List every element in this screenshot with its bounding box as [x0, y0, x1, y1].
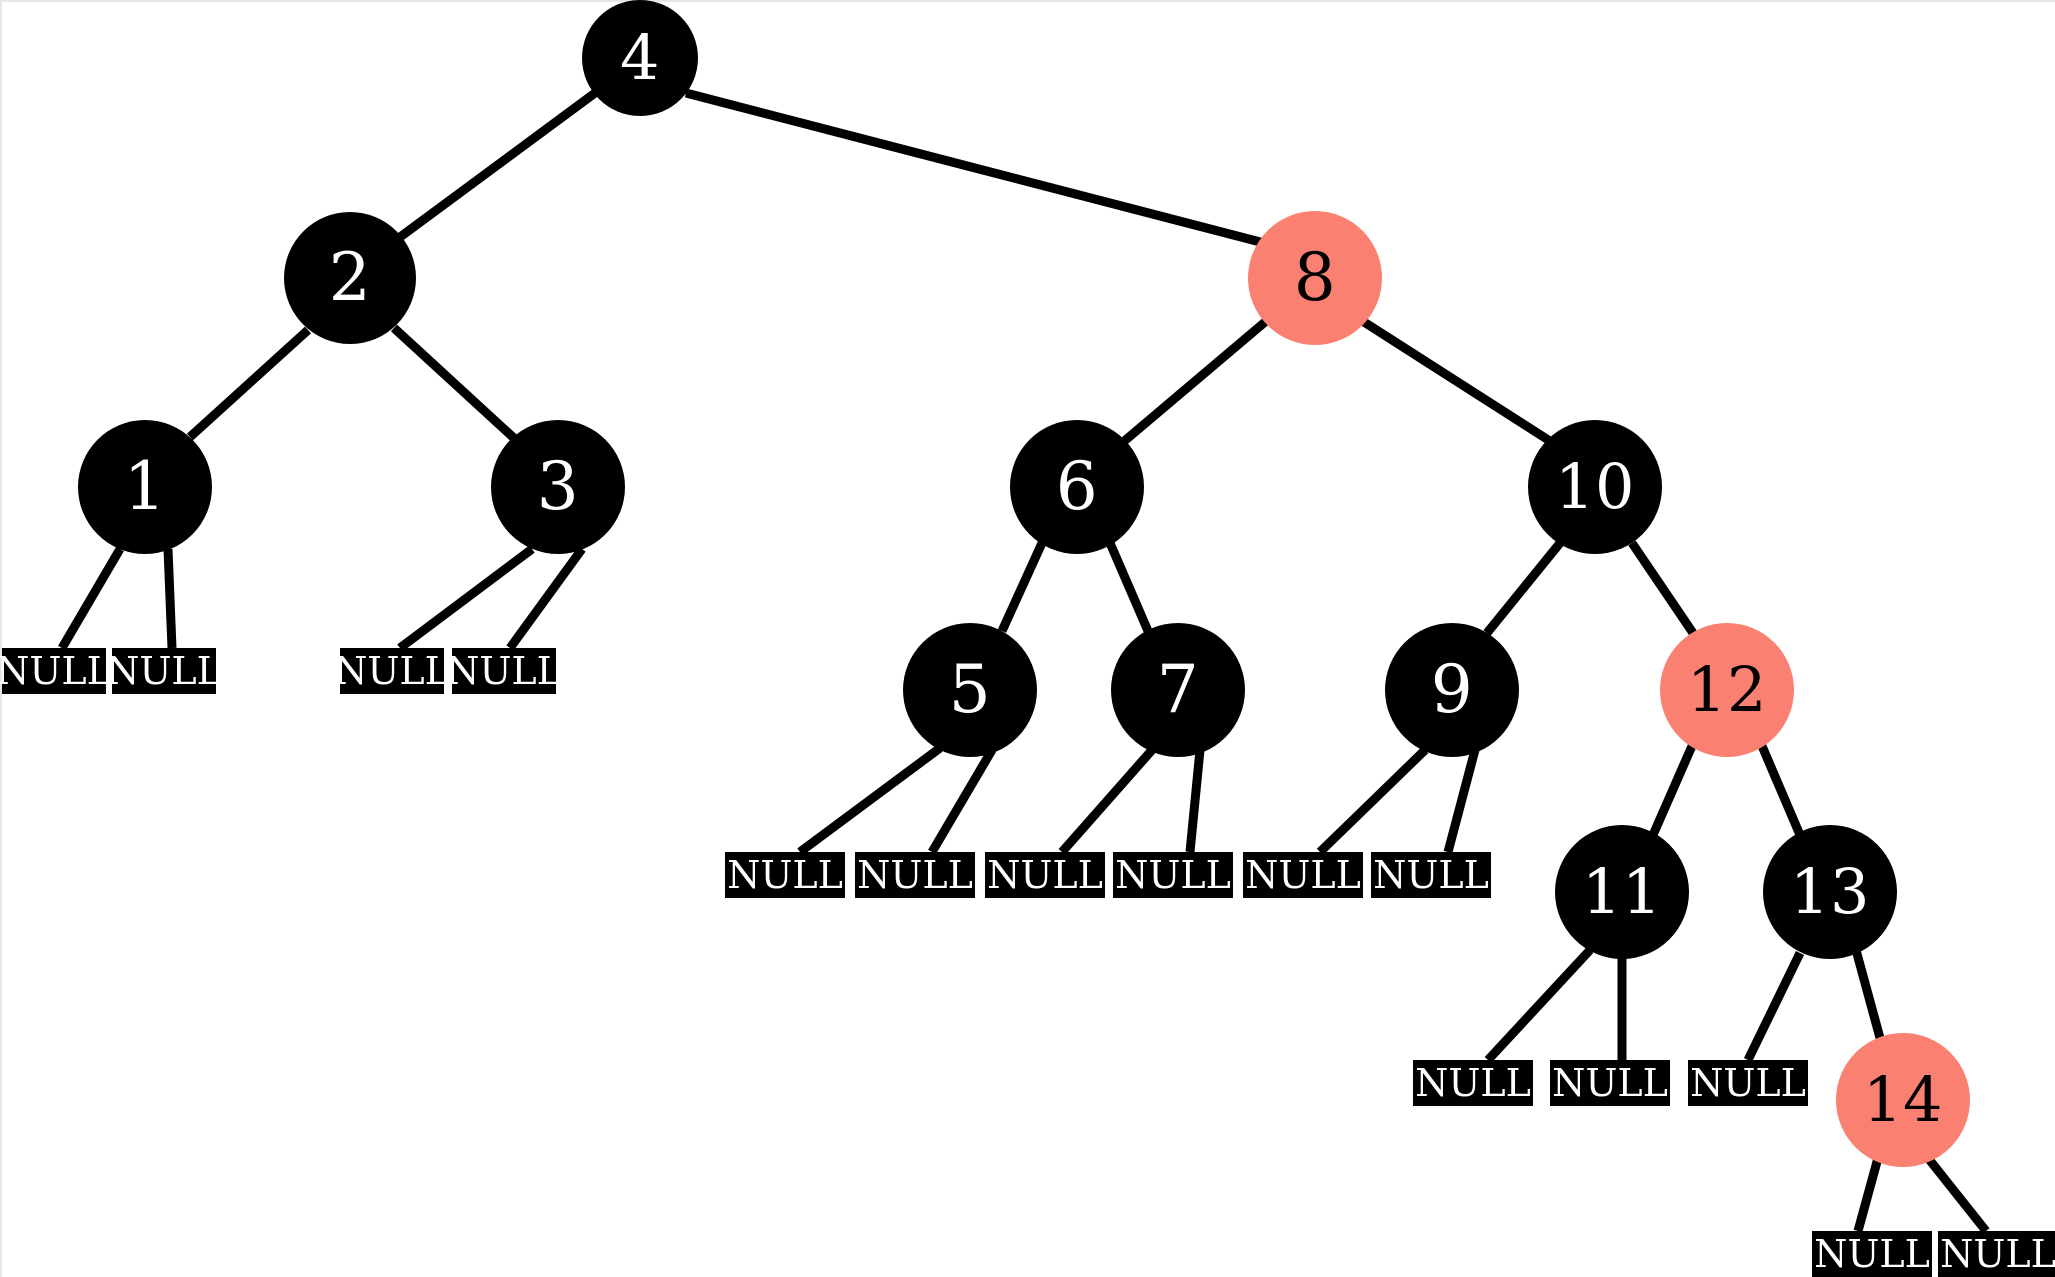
- tree-node-1[interactable]: 1: [78, 420, 212, 554]
- tree-node-label: 14: [1863, 1063, 1943, 1136]
- null-leaf-l3: NULL: [334, 648, 450, 694]
- null-leaf-label: NULL: [857, 853, 973, 897]
- canvas-left-border: [0, 0, 2, 1277]
- null-leaf-l1: NULL: [0, 648, 112, 694]
- null-leaf-label: NULL: [1373, 853, 1489, 897]
- null-leaf-l8: NULL: [1113, 852, 1233, 898]
- null-leaf-l12: NULL: [1550, 1060, 1670, 1106]
- tree-node-label: 6: [1055, 448, 1099, 525]
- tree-node-5[interactable]: 5: [903, 623, 1037, 757]
- tree-node-8[interactable]: 8: [1248, 211, 1382, 345]
- tree-node-label: 12: [1687, 653, 1767, 726]
- tree-node-label: 9: [1430, 651, 1474, 728]
- tree-node-10[interactable]: 10: [1528, 420, 1662, 554]
- null-leaf-l11: NULL: [1413, 1060, 1533, 1106]
- null-leaf-label: NULL: [1552, 1061, 1668, 1105]
- tree-node-label: 3: [536, 448, 580, 525]
- null-leaf-label: NULL: [106, 649, 222, 693]
- null-leaf-l10: NULL: [1371, 852, 1491, 898]
- tree-node-label: 11: [1582, 855, 1662, 928]
- tree-node-14[interactable]: 14: [1836, 1033, 1970, 1167]
- tree-node-6[interactable]: 6: [1010, 420, 1144, 554]
- null-leaf-label: NULL: [334, 649, 450, 693]
- null-leaf-l2: NULL: [106, 648, 222, 694]
- tree-node-13[interactable]: 13: [1763, 825, 1897, 959]
- tree-node-7[interactable]: 7: [1111, 623, 1245, 757]
- null-leaf-label: NULL: [1415, 1061, 1531, 1105]
- tree-node-12[interactable]: 12: [1660, 623, 1794, 757]
- null-leaf-label: NULL: [727, 853, 843, 897]
- canvas-top-border: [0, 0, 2055, 2]
- tree-node-11[interactable]: 11: [1555, 825, 1689, 959]
- null-leaf-l9: NULL: [1243, 852, 1363, 898]
- tree-node-9[interactable]: 9: [1385, 623, 1519, 757]
- tree-node-4[interactable]: 4: [582, 0, 698, 116]
- tree-node-label: 8: [1293, 239, 1337, 316]
- tree-node-label: 13: [1790, 855, 1870, 928]
- null-leaf-label: NULL: [1115, 853, 1231, 897]
- null-leaf-label: NULL: [0, 649, 112, 693]
- tree-node-label: 4: [620, 21, 660, 94]
- null-leaf-l4: NULL: [446, 648, 562, 694]
- tree-node-label: 7: [1156, 651, 1200, 728]
- null-leaf-l5: NULL: [725, 852, 845, 898]
- null-leaf-l7: NULL: [985, 852, 1105, 898]
- null-leaf-label: NULL: [1814, 1232, 1930, 1276]
- null-leaf-l15: NULL: [1938, 1231, 2055, 1277]
- tree-node-2[interactable]: 2: [284, 212, 416, 344]
- null-leaf-label: NULL: [1690, 1061, 1806, 1105]
- null-leaf-l13: NULL: [1688, 1060, 1808, 1106]
- null-leaf-label: NULL: [1940, 1232, 2055, 1276]
- null-leaf-l6: NULL: [855, 852, 975, 898]
- null-leaf-label: NULL: [987, 853, 1103, 897]
- tree-node-label: 2: [328, 239, 372, 316]
- tree-node-3[interactable]: 3: [491, 420, 625, 554]
- tree-node-label: 5: [948, 651, 992, 728]
- tree-node-label: 10: [1555, 450, 1635, 523]
- null-leaf-label: NULL: [446, 649, 562, 693]
- null-leaf-l14: NULL: [1812, 1231, 1932, 1277]
- tree-node-label: 1: [123, 448, 167, 525]
- null-leaf-label: NULL: [1245, 853, 1361, 897]
